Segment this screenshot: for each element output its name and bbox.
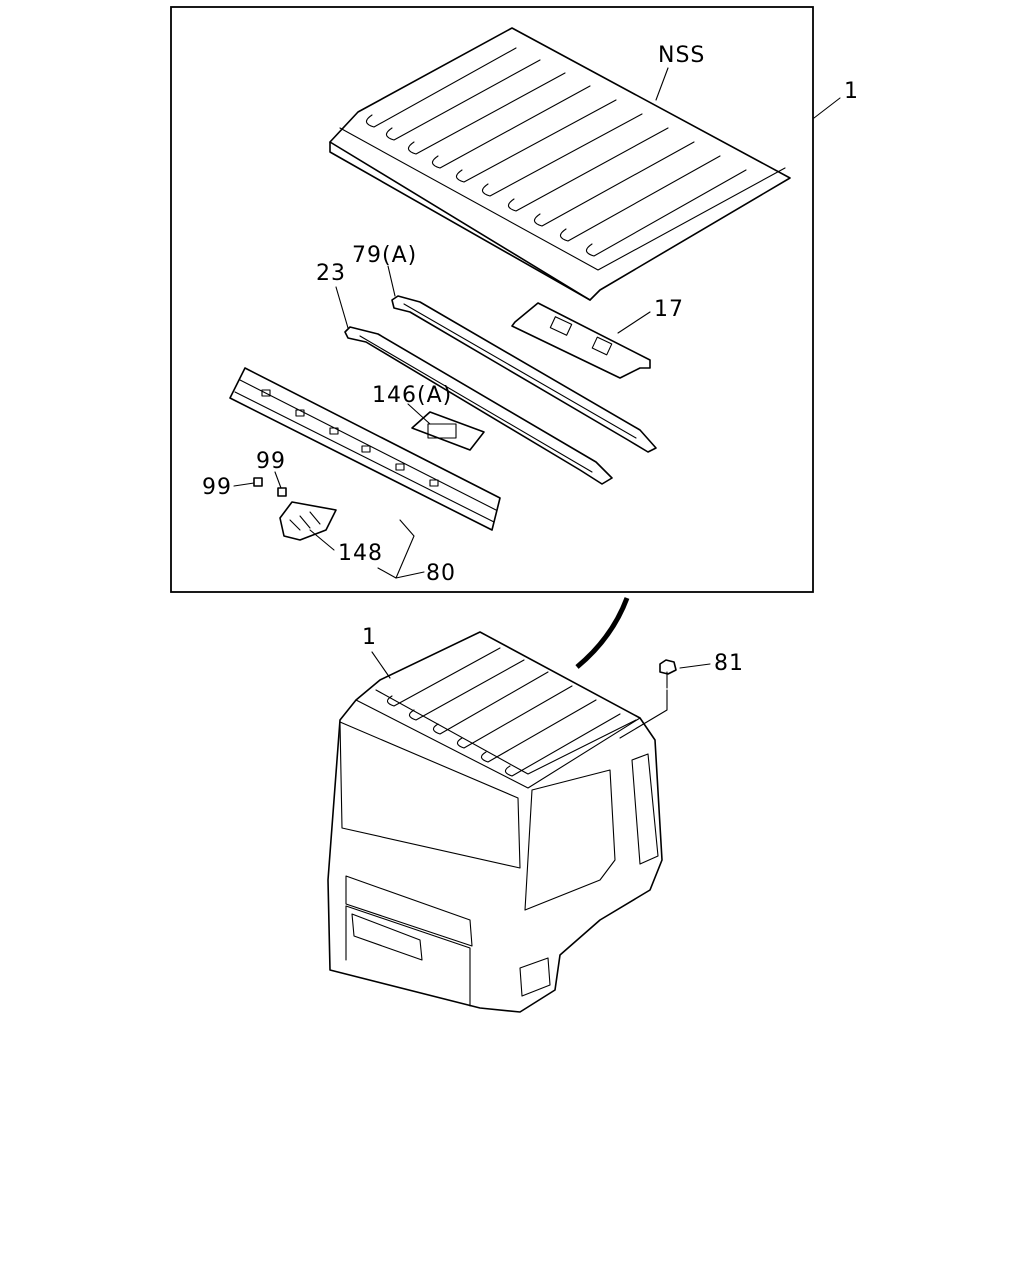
bracket-17 bbox=[511, 302, 651, 379]
callout-23: 23 bbox=[316, 261, 346, 286]
callout-cab-assembly: 1 bbox=[362, 625, 377, 650]
callout-80: 80 bbox=[426, 561, 456, 586]
callout-99-upper: 99 bbox=[256, 449, 286, 474]
callout-146a: 146(A) bbox=[372, 383, 452, 408]
cab-roof-ribs bbox=[386, 647, 621, 777]
callout-81: 81 bbox=[714, 651, 744, 676]
callout-arc bbox=[575, 597, 630, 669]
cab-assembly bbox=[327, 631, 663, 1013]
roof-ribs bbox=[365, 47, 747, 257]
callout-assembly-top: 1 bbox=[844, 79, 859, 104]
callout-148: 148 bbox=[338, 541, 383, 566]
bracket-148 bbox=[279, 501, 337, 541]
leader-lines bbox=[233, 67, 841, 579]
nut-99-upper bbox=[277, 487, 287, 497]
roof-bow-23 bbox=[344, 326, 613, 485]
callout-79a: 79(A) bbox=[352, 243, 417, 268]
front-header-80 bbox=[229, 367, 501, 531]
roof-bow-79a bbox=[391, 295, 657, 453]
callout-17: 17 bbox=[654, 297, 684, 322]
detail-frame bbox=[170, 6, 814, 593]
callout-99-left: 99 bbox=[202, 475, 232, 500]
bracket-146a bbox=[411, 411, 485, 451]
nut-99-left bbox=[253, 477, 263, 487]
callout-nss: NSS bbox=[658, 43, 705, 68]
bolt-81 bbox=[619, 659, 711, 739]
roof-panel bbox=[329, 27, 791, 301]
